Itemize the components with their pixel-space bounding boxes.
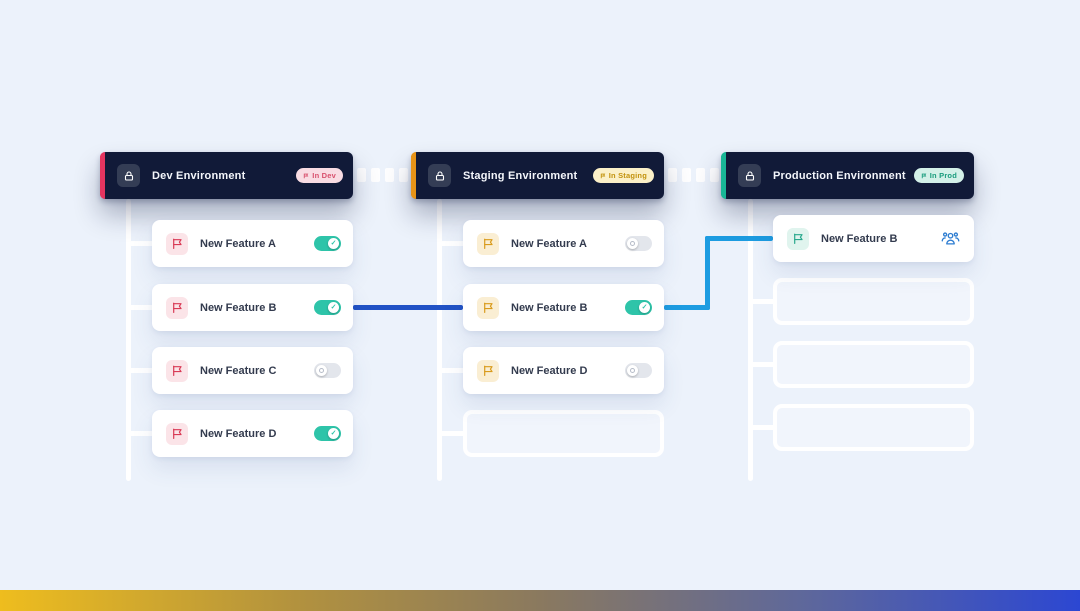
tree-line-dev (126, 199, 131, 481)
lock-icon (738, 164, 761, 187)
tree-stub (748, 362, 773, 367)
feature-card-dev-b[interactable]: New Feature B (152, 284, 353, 331)
env-title: Dev Environment (152, 169, 246, 182)
feature-toggle[interactable] (314, 363, 341, 378)
feature-toggle[interactable] (625, 363, 652, 378)
feature-card-staging-d[interactable]: New Feature D (463, 347, 664, 394)
feature-card-dev-c[interactable]: New Feature C (152, 347, 353, 394)
env-badge-label: In Dev (312, 171, 336, 180)
accent-bar (411, 152, 416, 199)
feature-label: New Feature A (511, 237, 588, 250)
tree-stub (437, 241, 463, 246)
tree-stub (748, 425, 773, 430)
env-badge: In Staging (592, 168, 654, 183)
dev-staging-dashed-link (357, 168, 408, 182)
feature-label: New Feature D (200, 427, 277, 440)
feature-label: New Feature D (511, 364, 588, 377)
feature-toggle[interactable] (314, 300, 341, 315)
feature-toggle[interactable] (314, 236, 341, 251)
flag-icon (477, 359, 499, 382)
feature-toggle[interactable] (314, 426, 341, 441)
tree-stub (437, 431, 463, 436)
env-badge-label: In Staging (608, 171, 647, 180)
toggle-knob (328, 428, 339, 439)
empty-feature-slot (773, 341, 974, 388)
tree-stub (126, 241, 152, 246)
lock-icon (117, 164, 140, 187)
feature-card-dev-a[interactable]: New Feature A (152, 220, 353, 267)
accent-bar (100, 152, 105, 199)
toggle-knob (627, 365, 638, 376)
tree-line-staging (437, 199, 442, 481)
feature-label: New Feature B (200, 301, 277, 314)
flag-icon (787, 227, 809, 250)
env-header-production: Production Environment In Prod (721, 152, 974, 199)
empty-feature-slot (463, 410, 664, 457)
lock-icon (428, 164, 451, 187)
tree-stub (126, 368, 152, 373)
env-title: Staging Environment (463, 169, 578, 182)
users-icon (939, 229, 962, 248)
tree-stub (126, 431, 152, 436)
feature-card-dev-d[interactable]: New Feature D (152, 410, 353, 457)
flag-icon (304, 173, 309, 178)
env-title: Production Environment (773, 169, 906, 182)
tree-stub (126, 305, 152, 310)
feature-card-staging-a[interactable]: New Feature A (463, 220, 664, 267)
flag-icon (166, 359, 188, 382)
tree-stub (748, 299, 773, 304)
env-badge: In Prod (913, 168, 964, 183)
toggle-knob (328, 238, 339, 249)
connector-staging-to-prod-h2 (705, 236, 773, 241)
staging-production-dashed-link (668, 168, 719, 182)
footer-gradient-bar (0, 590, 1080, 611)
env-header-dev: Dev Environment In Dev (100, 152, 353, 199)
flag-icon (166, 422, 188, 445)
feature-label: New Feature B (821, 232, 898, 245)
feature-label: New Feature A (200, 237, 277, 250)
tree-line-production (748, 199, 753, 481)
env-header-staging: Staging Environment In Staging (411, 152, 664, 199)
connector-dev-to-staging (353, 305, 463, 310)
feature-label: New Feature C (200, 364, 277, 377)
empty-feature-slot (773, 404, 974, 451)
feature-card-staging-b[interactable]: New Feature B (463, 284, 664, 331)
feature-label: New Feature B (511, 301, 588, 314)
flag-icon (477, 296, 499, 319)
flag-icon (921, 173, 927, 178)
env-badge: In Dev (296, 168, 343, 183)
tree-stub (437, 368, 463, 373)
feature-toggle[interactable] (625, 236, 652, 251)
connector-staging-to-prod-v (705, 236, 710, 310)
toggle-knob (328, 302, 339, 313)
flag-icon (477, 232, 499, 255)
toggle-knob (627, 238, 638, 249)
accent-bar (721, 152, 726, 199)
feature-card-production-b[interactable]: New Feature B (773, 215, 974, 262)
env-badge-label: In Prod (929, 171, 957, 180)
flag-icon (166, 232, 188, 255)
toggle-knob (316, 365, 327, 376)
feature-toggle[interactable] (625, 300, 652, 315)
toggle-knob (639, 302, 650, 313)
flag-icon (600, 173, 606, 178)
flag-icon (166, 296, 188, 319)
connector-staging-to-prod-h1 (664, 305, 710, 310)
empty-feature-slot (773, 278, 974, 325)
